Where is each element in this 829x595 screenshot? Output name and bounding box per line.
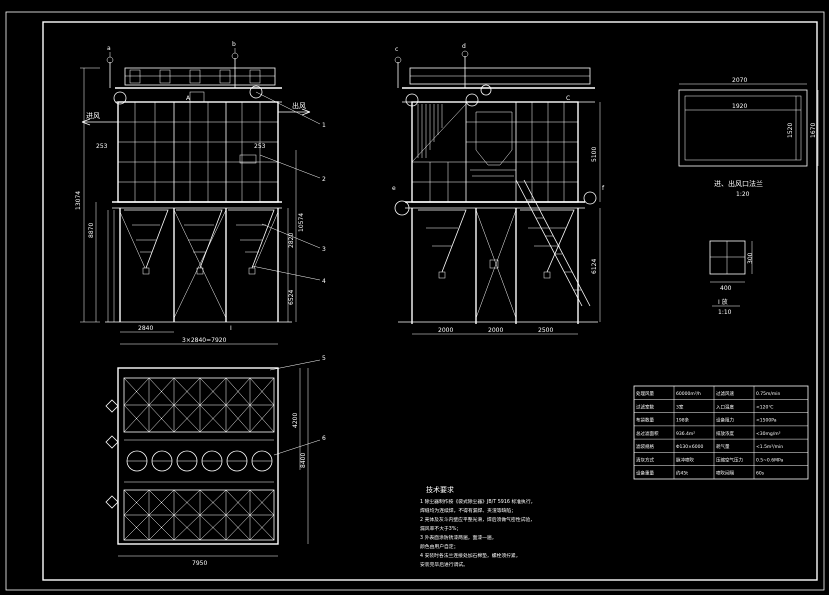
spec-table-cell: 60s xyxy=(756,471,765,477)
spec-table xyxy=(633,385,809,480)
outer-frame xyxy=(5,11,825,591)
spec-table-cell: <1500Pa xyxy=(756,418,777,424)
spec-table-cell: 过滤风速 xyxy=(716,390,734,397)
notes-line-2: 焊缝均为连续焊，不得有漏焊、夹渣等缺陷； xyxy=(420,507,516,514)
spec-table-cell: 60000m³/h xyxy=(676,391,701,397)
small-detail-width: 400 xyxy=(720,285,732,292)
dim-height-right: 10574 xyxy=(298,213,305,232)
dim-side-w3: 2500 xyxy=(538,327,553,334)
spec-table-cell: 入口温度 xyxy=(716,403,734,410)
small-detail-caption: I 放 xyxy=(718,298,728,306)
outlet-label: 出风 xyxy=(292,101,306,110)
callout-b: b xyxy=(232,41,236,48)
small-detail xyxy=(709,240,753,307)
callout-4: 4 xyxy=(322,278,326,285)
notes-line-1: 1 除尘器制作按《袋式除尘器》JB/T 5916 标准执行， xyxy=(420,498,535,505)
flange-outer-width: 2070 xyxy=(732,77,747,84)
dim-leg-height: 6524 xyxy=(288,290,295,305)
spec-table-cell: 排放浓度 xyxy=(716,430,734,437)
dim-side-w2: 2000 xyxy=(488,327,503,334)
small-detail-scale: 1:10 xyxy=(718,309,732,316)
dim-total-width: 3×2840=7920 xyxy=(182,337,227,344)
dim-side-w1: 2000 xyxy=(438,327,453,334)
spec-table-cell: 3室 xyxy=(676,403,684,410)
flange-outer-height: 1670 xyxy=(810,123,817,138)
callout-5: 5 xyxy=(322,355,326,362)
spec-table-cell: <30mg/m³ xyxy=(756,431,781,437)
dim-hopper-height: 2820 xyxy=(288,233,295,248)
flange-scale: 1:20 xyxy=(736,191,750,198)
flange-caption: 进、出风口法兰 xyxy=(714,179,763,188)
inlet-label: 进风 xyxy=(86,112,100,120)
plan-view xyxy=(105,359,321,557)
callout-6: 6 xyxy=(322,435,326,442)
dim-height-lower: 8870 xyxy=(88,223,95,238)
spec-table-cell: 0.75m/min xyxy=(756,391,781,397)
spec-table-cell: 0.5~0.6MPa xyxy=(756,458,783,464)
dim-overall-height: 13074 xyxy=(75,191,82,210)
spec-table-cell: 总过滤面积 xyxy=(636,430,659,437)
section-mark-i: I xyxy=(230,325,232,332)
notes-title: 技术要求 xyxy=(426,485,454,494)
side-view xyxy=(394,50,601,335)
spec-table-cell: 滤袋规格 xyxy=(636,443,654,450)
notes-line-3: 2 壳体及灰斗内壁应平整光滑，焊后须做气密性试验， xyxy=(420,516,535,523)
spec-table-cell: 喷吹间隔 xyxy=(716,470,734,477)
notes-line-7: 4 安装时各法兰连接处加石棉垫，螺栓须拧紧， xyxy=(420,552,521,559)
notes-line-8: 安装完毕后进行调试。 xyxy=(420,561,468,568)
spec-table-cell: 压缩空气压力 xyxy=(716,457,743,464)
side-section-mark-c: C xyxy=(566,95,570,102)
spec-table-cell: 处理风量 xyxy=(636,390,654,397)
flange-inner-height: 1520 xyxy=(787,123,794,138)
spec-table-cell: 936.4m² xyxy=(676,431,695,437)
spec-table-cell: 耗气量 xyxy=(716,443,730,450)
spec-table-text: 处理风量 60000m³/h 过滤风速 0.75m/min 过滤室数 3室 入口温度 <120… xyxy=(636,390,783,477)
flange-detail xyxy=(678,83,819,167)
spec-table-cell: 约45t xyxy=(676,470,688,477)
dim-253-left: 253 xyxy=(96,143,108,150)
callout-3: 3 xyxy=(322,246,326,253)
dim-plan-h2: 8400 xyxy=(300,453,307,468)
spec-table-cell: 设备重量 xyxy=(636,470,654,477)
notes-line-5: 3 外表面涂防锈漆两遍，面漆一遍， xyxy=(420,534,497,541)
spec-table-cell: 198条 xyxy=(676,417,690,424)
spec-table-cell: 脉冲喷吹 xyxy=(676,457,694,464)
spec-table-cell: 布袋数量 xyxy=(636,417,654,424)
section-mark-a: A xyxy=(186,95,191,102)
front-view xyxy=(80,48,321,345)
callout-a: a xyxy=(107,45,111,52)
spec-table-cell: Φ130×6000 xyxy=(676,444,703,450)
dim-bay-width: 2840 xyxy=(138,325,153,332)
callout-c: c xyxy=(395,46,398,53)
notes-line-4: 漏风率不大于3%； xyxy=(420,525,461,532)
spec-table-cell: <1.5m³/min xyxy=(756,444,783,450)
callout-1: 1 xyxy=(322,122,326,129)
spec-table-cell: <120℃ xyxy=(756,404,773,410)
dim-side-upper-height: 5100 xyxy=(591,147,598,162)
spec-table-cell: 过滤室数 xyxy=(636,403,654,410)
callout-d: d xyxy=(462,43,466,50)
spec-table-cell: 设备阻力 xyxy=(716,417,734,424)
dim-side-lower-height: 6124 xyxy=(591,259,598,274)
spec-table-cell: 清灰方式 xyxy=(636,457,654,464)
callout-2: 2 xyxy=(322,176,326,183)
flange-inner-width: 1920 xyxy=(732,103,747,110)
dim-plan-h1: 4200 xyxy=(292,413,299,428)
small-detail-height: 300 xyxy=(747,252,754,264)
dim-253-right: 253 xyxy=(254,143,266,150)
dim-plan-width: 7950 xyxy=(192,560,207,567)
callout-f: f xyxy=(602,185,605,192)
inner-frame xyxy=(42,21,818,581)
notes-line-6: 颜色由用户自定； xyxy=(420,543,458,550)
callout-e: e xyxy=(392,185,396,192)
